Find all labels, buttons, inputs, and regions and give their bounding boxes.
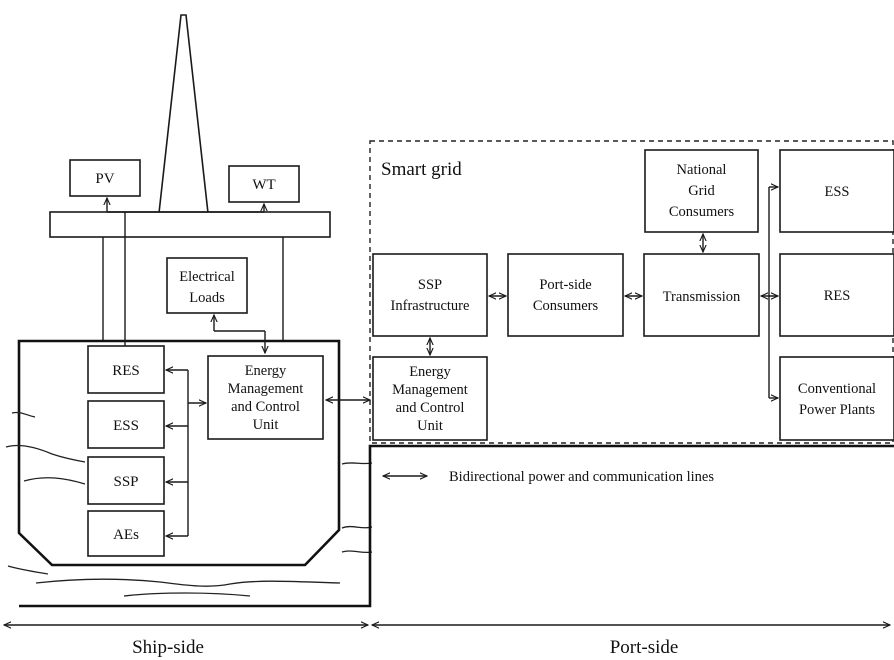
portside-consumers-box: Port-side Consumers <box>507 253 624 337</box>
ship-emcu-box: Energy Management and Control Unit <box>207 355 324 440</box>
ship <box>17 14 341 567</box>
grid-ess-label: ESS <box>825 184 850 200</box>
grid-res-label: RES <box>824 288 851 304</box>
port-emcu-box: Energy Management and Control Unit <box>372 356 488 441</box>
electrical-loads-line2: Loads <box>189 290 225 306</box>
electrical-loads-line1: Electrical <box>179 269 235 285</box>
transmission-label: Transmission <box>663 289 741 305</box>
smart-grid-title: Smart grid <box>381 159 462 180</box>
ship-res-label: RES <box>112 363 140 379</box>
ship-aes-label: AEs <box>113 527 139 543</box>
ship-hull <box>17 339 341 567</box>
port-emcu-line2: Management <box>392 382 468 398</box>
ship-ssp-box: SSP <box>87 456 165 505</box>
portside-consumers-line2: Consumers <box>533 298 599 314</box>
ship-res-box: RES <box>87 345 165 394</box>
ship-ess-box: ESS <box>87 400 165 449</box>
ssp-infrastructure-box: SSP Infrastructure <box>372 253 488 337</box>
water-waves <box>5 411 373 597</box>
conventional-line2: Power Plants <box>799 402 875 418</box>
ship-deck <box>49 211 331 238</box>
electrical-loads-box: Electrical Loads <box>166 257 248 314</box>
port-emcu-line1: Energy <box>409 364 451 380</box>
ship-mast <box>158 14 209 214</box>
pv-box: PV <box>69 159 141 197</box>
ssp-infrastructure-line1: SSP <box>418 277 442 293</box>
national-grid-line1: National <box>677 162 727 178</box>
port-emcu-line4: Unit <box>417 418 443 434</box>
port-emcu-line3: and Control <box>396 400 465 416</box>
ship-ess-label: ESS <box>113 418 139 434</box>
grid-res-box: RES <box>779 253 894 337</box>
ship-side-label: Ship-side <box>132 637 204 658</box>
portside-consumers-line1: Port-side <box>539 277 591 293</box>
legend-text: Bidirectional power and communication li… <box>449 469 714 485</box>
ship-emcu-line3: and Control <box>231 399 300 415</box>
ship-emcu-line2: Management <box>228 381 304 397</box>
wt-box: WT <box>228 165 300 203</box>
conventional-line1: Conventional <box>798 381 876 397</box>
port-quay <box>19 444 894 608</box>
pv-label: PV <box>95 171 114 187</box>
ship-emcu-line4: Unit <box>253 417 279 433</box>
ship-ssp-label: SSP <box>113 474 138 490</box>
ship-aes-box: AEs <box>87 510 165 557</box>
wt-label: WT <box>252 177 275 193</box>
transmission-box: Transmission <box>643 253 760 337</box>
conventional-box: Conventional Power Plants <box>779 356 894 441</box>
national-grid-box: National Grid Consumers <box>644 149 759 233</box>
port-side-label: Port-side <box>610 637 679 658</box>
grid-ess-box: ESS <box>779 149 894 233</box>
national-grid-line3: Consumers <box>669 204 735 220</box>
national-grid-line2: Grid <box>688 183 715 199</box>
smart-grid-boundary <box>369 140 894 444</box>
ship-emcu-line1: Energy <box>245 363 287 379</box>
ssp-infrastructure-line2: Infrastructure <box>391 298 470 314</box>
